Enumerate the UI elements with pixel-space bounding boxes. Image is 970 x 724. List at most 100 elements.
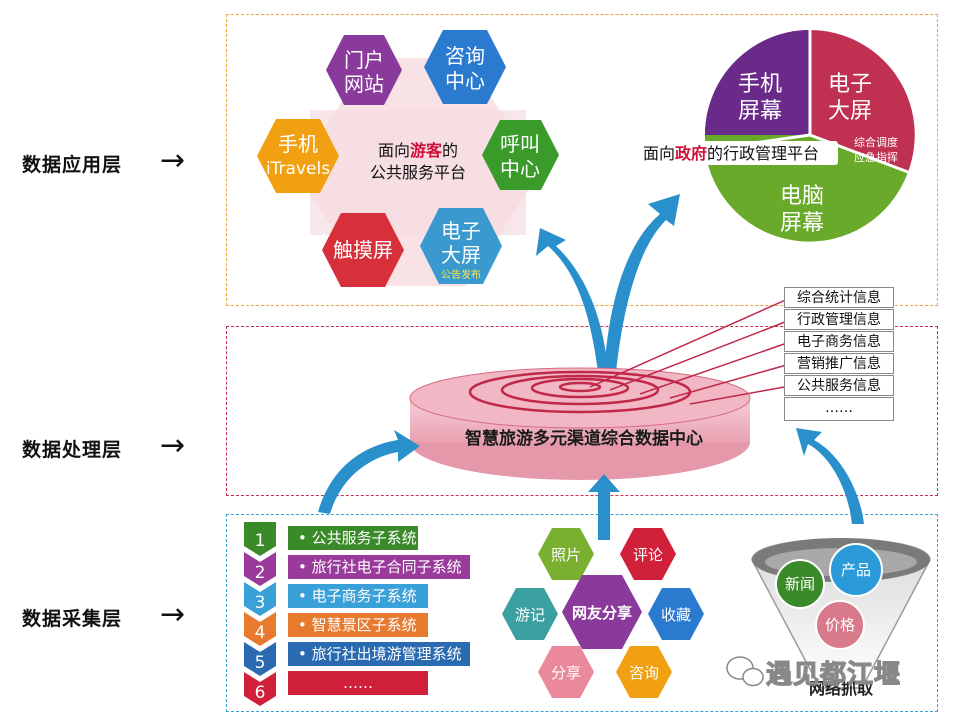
hex-portal-line2: 网站 xyxy=(344,72,384,96)
info-item-3: 电子商务信息 xyxy=(784,331,894,352)
hex-call-line1: 呼叫 xyxy=(500,132,540,156)
funnel-ball-news[interactable]: 新闻 xyxy=(775,559,825,609)
system-row-6[interactable]: …… xyxy=(288,671,428,695)
arrow-processing: → xyxy=(160,428,186,463)
share-hex-consult-label: 咨询 xyxy=(629,664,659,682)
hex-portal-line1: 门户 xyxy=(344,48,384,72)
collection-layer-box xyxy=(226,514,938,712)
funnel-ball-product[interactable]: 产品 xyxy=(829,543,883,597)
hex-screen[interactable]: 电子 大屏 公告发布 xyxy=(420,208,502,284)
system-number-4: 4 xyxy=(255,623,266,643)
pie-phone-line1: 手机 xyxy=(738,72,782,97)
pie-screen-sub1: 综合调度 xyxy=(854,135,898,149)
hex-mobile-line2: iTravels xyxy=(266,159,330,179)
info-item-2: 行政管理信息 xyxy=(784,309,894,330)
info-item-1: 综合统计信息 xyxy=(784,287,894,308)
share-hex-center[interactable]: 网友分享 xyxy=(562,575,642,649)
hex-portal[interactable]: 门户 网站 xyxy=(326,35,402,105)
system-number-3: 3 xyxy=(255,593,266,613)
pie-pc-line2: 屏幕 xyxy=(780,211,824,236)
info-item-4: 营销推广信息 xyxy=(784,353,894,374)
share-hex-photo-label: 照片 xyxy=(551,546,581,564)
hex-touch[interactable]: 触摸屏 xyxy=(322,213,404,287)
tourist-center-prefix: 面向 xyxy=(378,141,410,160)
system-number-2: 2 xyxy=(255,563,266,583)
layer-label-application: 数据应用层 xyxy=(22,154,123,176)
hex-call[interactable]: 呼叫 中心 xyxy=(482,120,559,190)
system-row-2[interactable]: • 旅行社电子合同子系统 xyxy=(288,555,470,579)
system-number-5: 5 xyxy=(255,653,266,673)
share-hex-collect[interactable]: 收藏 xyxy=(648,588,704,640)
arrow-to-gov-platform xyxy=(604,194,680,372)
share-hex-consult[interactable]: 咨询 xyxy=(616,646,672,698)
gov-center-label: 面向政府的行政管理平台 xyxy=(643,144,819,163)
processing-layer-box xyxy=(226,326,938,496)
arrow-to-tourist-platform xyxy=(536,228,608,372)
pie-screen-sub2: 应急指挥 xyxy=(854,150,898,164)
system-row-4[interactable]: • 智慧景区子系统 xyxy=(288,613,428,637)
system-chevron-5[interactable]: 5 xyxy=(244,642,276,676)
hex-consult[interactable]: 咨询 中心 xyxy=(424,30,506,104)
watermark-text: 遇见都江堰 xyxy=(765,659,902,690)
data-center-title: 智慧旅游多元渠道综合数据中心 xyxy=(465,428,703,449)
arrow-systems-to-center xyxy=(318,430,420,514)
hex-consult-line1: 咨询 xyxy=(445,44,485,68)
gov-center-prefix: 面向 xyxy=(643,144,675,163)
funnel-ball-price[interactable]: 价格 xyxy=(815,600,865,650)
system-chevron-6[interactable]: 6 xyxy=(244,672,276,706)
pie-screen-line1: 电子 xyxy=(828,72,872,97)
share-hex-center-label: 网友分享 xyxy=(572,604,632,622)
share-hex-travelog-label: 游记 xyxy=(515,606,545,624)
hex-touch-label: 触摸屏 xyxy=(333,238,393,262)
share-hex-comment[interactable]: 评论 xyxy=(620,528,676,580)
system-chevron-3[interactable]: 3 xyxy=(244,582,276,616)
tourist-star-inner xyxy=(310,110,526,235)
system-row-3[interactable]: • 电子商务子系统 xyxy=(288,584,428,608)
gov-center-suffix: 的行政管理平台 xyxy=(707,144,819,163)
pie-screen-line2: 大屏 xyxy=(828,99,872,124)
share-hex-share[interactable]: 分享 xyxy=(538,646,594,698)
funnel-product-label: 产品 xyxy=(841,561,871,579)
system-number-6: 6 xyxy=(255,683,266,703)
arrow-share-to-center xyxy=(588,474,620,540)
info-item-5: 公共服务信息 xyxy=(784,375,894,396)
tourist-center-suffix: 的 xyxy=(442,141,458,160)
arrow-application: → xyxy=(160,143,186,178)
wechat-icon xyxy=(726,656,764,687)
info-connectors xyxy=(589,297,791,405)
hex-screen-line2: 大屏 xyxy=(441,243,481,267)
share-hex-travelog[interactable]: 游记 xyxy=(502,588,558,640)
system-row-1[interactable]: • 公共服务子系统 xyxy=(288,526,418,550)
gov-center-label-bg xyxy=(624,141,838,165)
tourist-center-line2: 公共服务平台 xyxy=(370,163,466,182)
funnel-price-label: 价格 xyxy=(825,616,855,634)
pie-phone-line2: 屏幕 xyxy=(738,99,782,124)
gov-center-highlight: 政府 xyxy=(675,144,707,163)
share-hex-collect-label: 收藏 xyxy=(661,606,691,624)
hex-mobile-line1: 手机 xyxy=(278,132,318,156)
tourist-center-line1: 面向游客的 xyxy=(378,141,458,160)
hex-mobile[interactable]: 手机 iTravels xyxy=(257,119,339,193)
layer-label-collection: 数据采集层 xyxy=(22,608,123,630)
system-chevron-1[interactable]: 1 xyxy=(244,522,276,556)
pie-pc-line1: 电脑 xyxy=(780,184,824,209)
system-chevron-4[interactable]: 4 xyxy=(244,612,276,646)
hex-call-line2: 中心 xyxy=(500,157,540,181)
system-number-1: 1 xyxy=(255,531,266,551)
system-chevron-2[interactable]: 2 xyxy=(244,552,276,586)
tourist-center-highlight: 游客 xyxy=(410,141,443,160)
hex-screen-sub: 公告发布 xyxy=(441,268,481,281)
system-row-5[interactable]: • 旅行社出境游管理系统 xyxy=(288,642,470,666)
hex-consult-line2: 中心 xyxy=(445,69,485,93)
info-item-6: …… xyxy=(784,397,894,421)
pie-slice-screen[interactable] xyxy=(810,30,915,172)
share-hex-photo[interactable]: 照片 xyxy=(538,528,594,580)
layer-label-processing: 数据处理层 xyxy=(22,439,123,461)
hex-screen-line1: 电子 xyxy=(441,219,481,243)
arrow-funnel-to-center xyxy=(796,428,864,524)
funnel-news-label: 新闻 xyxy=(785,575,815,593)
share-hex-comment-label: 评论 xyxy=(633,546,663,564)
application-layer-box xyxy=(226,14,938,306)
